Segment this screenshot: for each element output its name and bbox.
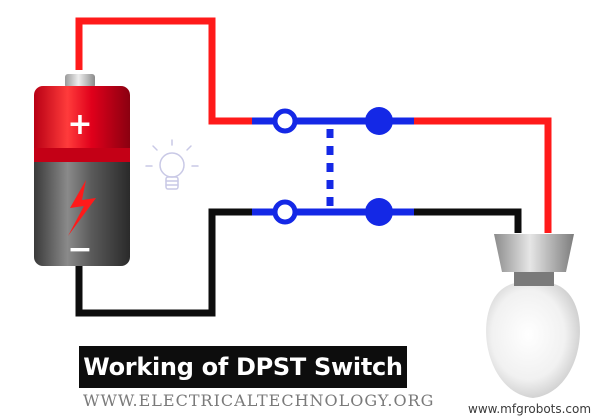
diagram-caption: Working of DPST Switch xyxy=(83,353,403,381)
battery-positive-symbol: + xyxy=(67,107,92,142)
negative-wire xyxy=(75,208,272,317)
battery-cap xyxy=(65,74,95,88)
battery-icon: + − xyxy=(34,74,130,267)
bulb-socket-neck xyxy=(514,268,554,286)
caption-banner: Working of DPST Switch xyxy=(79,346,407,388)
switch-closed-terminal-bottom xyxy=(365,198,393,226)
watermark: www.mfgrobots.com xyxy=(468,402,592,416)
bolt-icon xyxy=(68,180,96,236)
battery-body-top xyxy=(34,86,130,160)
battery-negative-symbol: − xyxy=(67,232,92,267)
dpst-switch xyxy=(252,107,414,226)
switch-open-terminal-bottom xyxy=(272,199,298,225)
battery-band xyxy=(34,148,130,162)
website-url: WWW.ELECTRICALTECHNOLOGY.ORG xyxy=(83,391,435,410)
idea-bulb-icon xyxy=(145,139,199,190)
switch-closed-terminal-top xyxy=(365,107,393,135)
positive-wire-load xyxy=(390,117,552,233)
negative-wire-load xyxy=(390,208,522,233)
battery-body-bottom xyxy=(34,150,130,266)
switch-open-terminal-top xyxy=(272,108,298,134)
light-bulb-icon xyxy=(486,234,580,398)
bulb-socket xyxy=(494,234,574,272)
bulb-globe xyxy=(486,283,580,398)
positive-wire xyxy=(75,17,272,125)
